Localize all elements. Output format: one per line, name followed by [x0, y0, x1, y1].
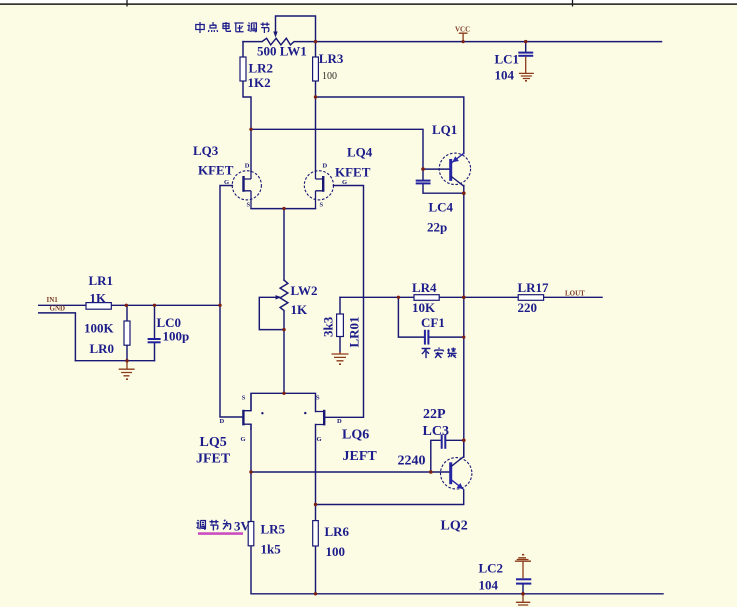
svg-text:1K: 1K [90, 290, 108, 305]
svg-text:LQ5: LQ5 [200, 435, 227, 450]
svg-text:LOUT: LOUT [565, 290, 585, 298]
svg-text:500 LW1: 500 LW1 [257, 44, 307, 59]
svg-text:1k5: 1k5 [261, 542, 282, 557]
svg-text:G: G [241, 436, 246, 443]
svg-text:104: 104 [479, 577, 499, 592]
svg-text:LC0: LC0 [157, 315, 182, 330]
svg-text:JFET: JFET [196, 452, 231, 467]
svg-text:LR1: LR1 [89, 273, 114, 288]
svg-text:KFET: KFET [198, 163, 234, 178]
svg-text:LQ4: LQ4 [347, 145, 373, 160]
svg-text:D: D [220, 418, 225, 425]
svg-text:LC4: LC4 [429, 200, 454, 215]
svg-text:LR17: LR17 [518, 280, 550, 295]
svg-text:LR01: LR01 [347, 316, 362, 347]
svg-text:LQ1: LQ1 [432, 122, 457, 137]
svg-text:G: G [317, 436, 322, 443]
svg-text:G: G [224, 179, 229, 186]
svg-text:S: S [247, 202, 251, 209]
svg-text:3V: 3V [234, 519, 251, 534]
svg-text:D: D [337, 418, 342, 425]
svg-text:LR5: LR5 [261, 522, 286, 537]
svg-text:LC1: LC1 [495, 51, 520, 66]
svg-text:LC3: LC3 [423, 424, 449, 439]
svg-text:LQ6: LQ6 [342, 428, 369, 443]
svg-text:22p: 22p [427, 220, 447, 235]
svg-text:G: G [342, 179, 347, 186]
svg-text:LW2: LW2 [291, 283, 318, 298]
svg-text:VCC: VCC [455, 26, 470, 34]
svg-text:LC2: LC2 [479, 560, 504, 575]
svg-text:LQ3: LQ3 [193, 143, 219, 158]
svg-text:S: S [316, 395, 320, 402]
svg-text:S: S [242, 395, 246, 402]
svg-text:LR3: LR3 [319, 51, 344, 66]
svg-text:LR0: LR0 [90, 341, 115, 356]
svg-text:LR6: LR6 [325, 524, 350, 539]
svg-text:LR4: LR4 [412, 280, 437, 295]
svg-text:100: 100 [322, 71, 337, 82]
svg-text:3k3: 3k3 [321, 316, 336, 337]
svg-text:100p: 100p [163, 329, 190, 344]
svg-text:100: 100 [326, 544, 346, 559]
svg-text:22P: 22P [423, 407, 446, 422]
svg-text:JEFT: JEFT [343, 449, 378, 464]
svg-text:IN1: IN1 [47, 296, 59, 304]
svg-text:104: 104 [495, 67, 515, 82]
svg-text:220: 220 [518, 300, 538, 315]
svg-text:10K: 10K [412, 300, 436, 315]
svg-text:2240: 2240 [398, 454, 426, 469]
svg-text:S: S [320, 202, 324, 209]
svg-text:1K2: 1K2 [248, 75, 271, 90]
svg-text:CF1: CF1 [421, 315, 445, 330]
svg-text:100K: 100K [84, 320, 115, 335]
svg-text:LQ2: LQ2 [441, 519, 468, 534]
svg-text:GND: GND [50, 305, 66, 313]
svg-text:KFET: KFET [335, 165, 371, 180]
svg-text:LR2: LR2 [249, 61, 274, 76]
svg-text:D: D [323, 163, 328, 170]
svg-text:1K: 1K [291, 302, 309, 317]
svg-text:D: D [245, 163, 250, 170]
